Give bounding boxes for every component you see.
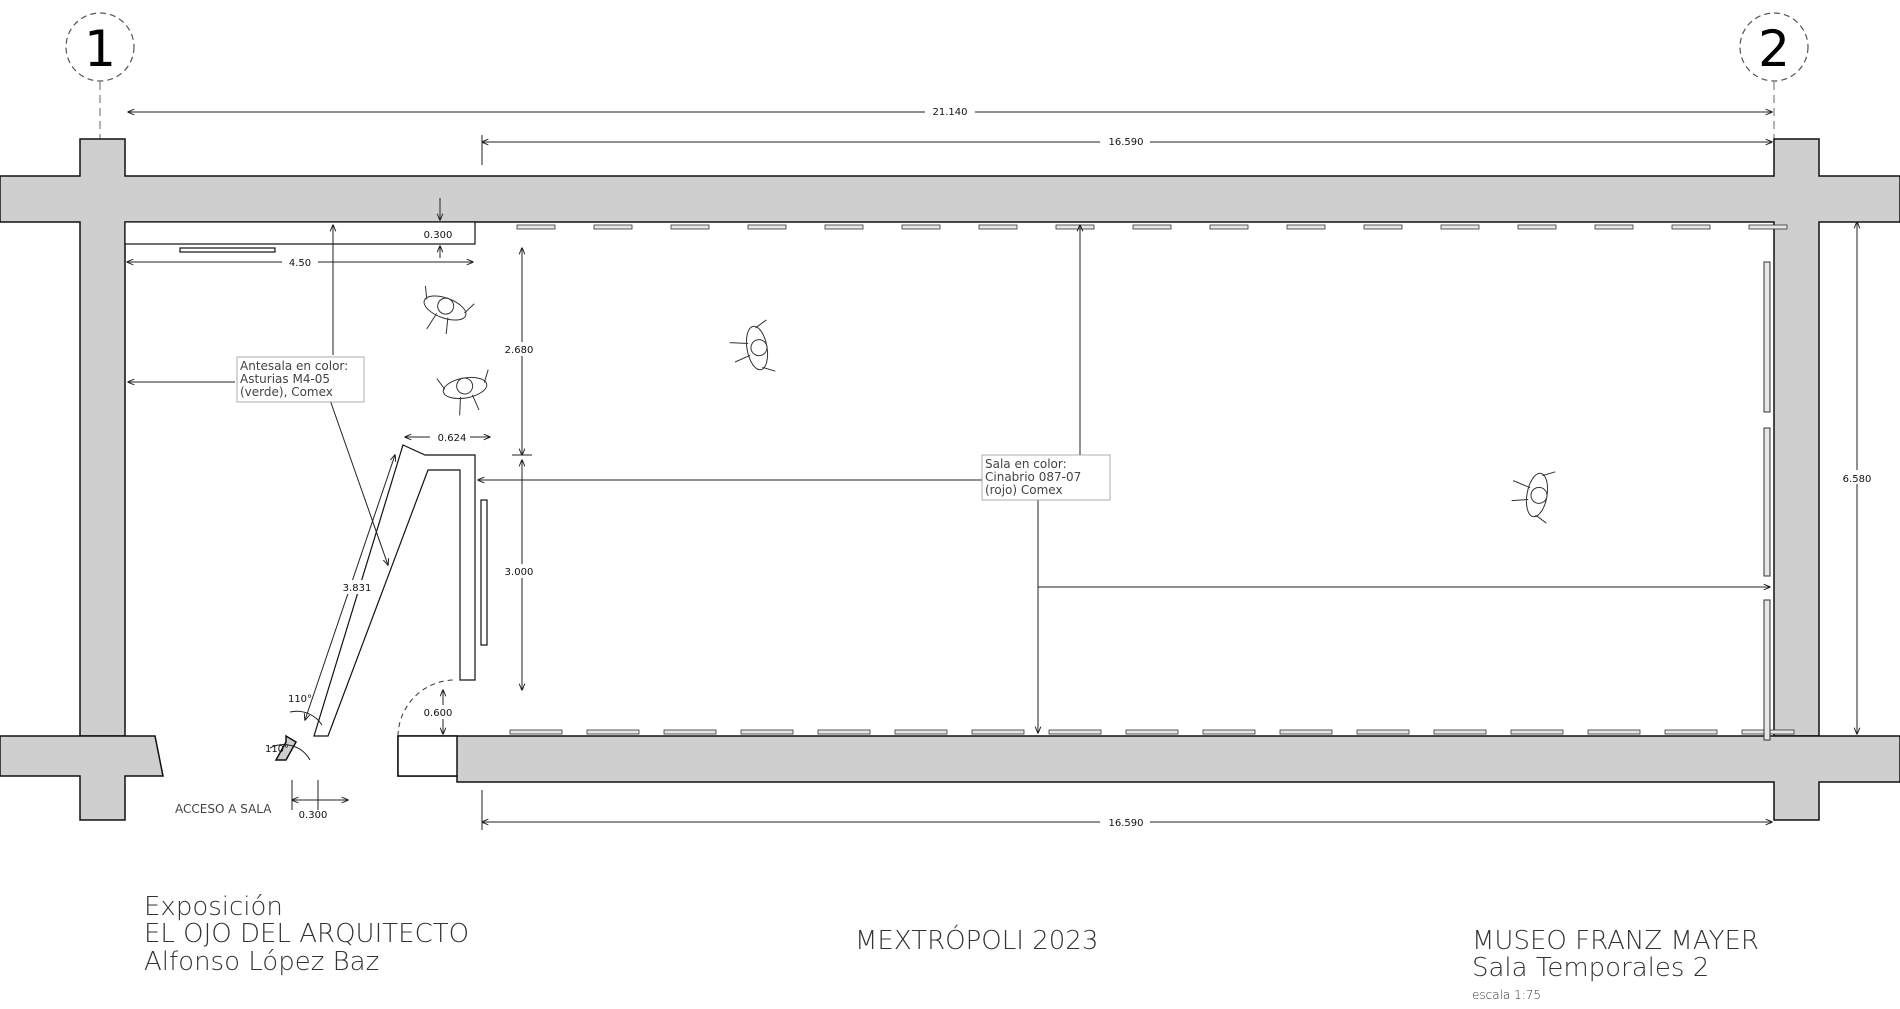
- note-antesala-line-1: Antesala en color:: [240, 359, 348, 373]
- grid-axis-1: 1: [65, 12, 135, 140]
- wall-panel: [1286, 224, 1326, 230]
- plan-scale: escala 1:75: [1472, 987, 1542, 1002]
- note-sala: Sala en color: Cinabrio 087-07 (rojo) Co…: [981, 454, 1111, 501]
- wall-panel: [901, 224, 941, 230]
- note-antesala: Antesala en color: Asturias M4-05 (verde…: [236, 356, 365, 403]
- dim-diagonal-wall: 3.831: [343, 583, 372, 594]
- wall-panel: [593, 224, 633, 230]
- dim-overall-width: 21.140: [933, 107, 968, 118]
- dim-height-right: 6.580: [1843, 474, 1872, 485]
- wall-panel: [971, 729, 1025, 735]
- wall-panel: [663, 729, 717, 735]
- wall-panel: [1671, 224, 1711, 230]
- wall-panel: [1048, 729, 1102, 735]
- dim-sala-bottom: 16.590: [1109, 818, 1144, 829]
- wall-panel: [1132, 224, 1172, 230]
- wall-panel: [670, 224, 710, 230]
- antesala-wall: [124, 221, 476, 245]
- exhibition-author: Alfonso López Baz: [144, 946, 380, 977]
- venue-room: Sala Temporales 2: [1472, 953, 1710, 984]
- wall-panel: [1202, 729, 1256, 735]
- person-figure: [436, 369, 489, 416]
- dim-wall-thickness: 0.300: [424, 230, 453, 241]
- dim-door: 0.600: [424, 708, 453, 719]
- wall-panel: [1279, 729, 1333, 735]
- antesala-panel: [179, 247, 276, 253]
- door-opening: [397, 735, 458, 777]
- wall-panel: [586, 729, 640, 735]
- event-label: MEXTRÓPOLI 2023: [855, 926, 1099, 956]
- grid-label-1: 1: [84, 20, 116, 78]
- person-figure: [1511, 471, 1556, 524]
- wall-panel: [516, 224, 556, 230]
- exhibition-title: EL OJO DEL ARQUITECTO: [144, 919, 470, 950]
- wall-panel: [1517, 224, 1557, 230]
- bottom-display-panels: [509, 729, 1795, 735]
- event-title: MEXTRÓPOLI 2023: [855, 926, 1099, 956]
- note-antesala-line-2: Asturias M4-05: [240, 372, 330, 386]
- wall-panel: [1440, 224, 1480, 230]
- dim-angle-upper: 110°: [288, 694, 312, 705]
- dim-sala-top: 16.590: [1109, 137, 1144, 148]
- person-figure: [729, 319, 776, 372]
- dim-antesala-length: 4.50: [289, 258, 311, 269]
- wall-panel: [1055, 224, 1095, 230]
- exhibition-title-block: Exposición EL OJO DEL ARQUITECTO Alfonso…: [144, 892, 470, 977]
- wall-panel: [1664, 729, 1718, 735]
- wall-panel: [817, 729, 871, 735]
- wall-panel: [1594, 224, 1634, 230]
- right-display-panels: [1763, 261, 1771, 741]
- dim-access-width: 0.300: [299, 810, 328, 821]
- access-jamb: [274, 734, 298, 761]
- human-figures: [423, 285, 1556, 524]
- wall-panel: [1356, 729, 1410, 735]
- venue-title-block: MUSEO FRANZ MAYER Sala Temporales 2 esca…: [1472, 926, 1759, 1002]
- wall-panel: [740, 729, 794, 735]
- wall-panel: [1587, 729, 1641, 735]
- wall-panel: [1363, 224, 1403, 230]
- note-sala-line-3: (rojo) Comex: [985, 483, 1063, 497]
- wall-panel: [1433, 729, 1487, 735]
- dim-panel-top: 0.624: [438, 433, 467, 444]
- note-sala-line-2: Cinabrio 087-07: [985, 470, 1081, 484]
- wall-panel: [894, 729, 948, 735]
- display-panel: [480, 499, 488, 646]
- top-display-panels: [516, 224, 1788, 230]
- wall-panel: [824, 224, 864, 230]
- dim-lower-segment: 3.000: [505, 567, 534, 578]
- wall-panel: [1510, 729, 1564, 735]
- venue-name: MUSEO FRANZ MAYER: [1472, 926, 1759, 956]
- note-antesala-line-3: (verde), Comex: [240, 385, 333, 399]
- grid-label-2: 2: [1758, 20, 1790, 78]
- dim-upper-segment: 2.680: [505, 345, 534, 356]
- dimension-labels: 21.140 16.590 16.590 6.580 0.300 4.50 2.…: [265, 104, 1880, 829]
- access-label: ACCESO A SALA: [175, 802, 272, 816]
- wall-panel: [747, 224, 787, 230]
- wall-panel: [1209, 224, 1249, 230]
- wall-panel: [1748, 224, 1788, 230]
- bottom-wall: [397, 735, 1900, 821]
- person-figure: [423, 285, 475, 335]
- wall-panel: [978, 224, 1018, 230]
- wall-panel: [1125, 729, 1179, 735]
- exhibition-label: Exposición: [144, 892, 283, 922]
- diagonal-partition: [313, 444, 476, 737]
- door-swing: [397, 679, 456, 737]
- bottom-wall-left: [0, 735, 164, 821]
- dim-angle-lower: 110°: [265, 744, 289, 755]
- note-sala-line-1: Sala en color:: [985, 457, 1067, 471]
- grid-axis-2: 2: [1739, 12, 1809, 140]
- wall-panel: [509, 729, 563, 735]
